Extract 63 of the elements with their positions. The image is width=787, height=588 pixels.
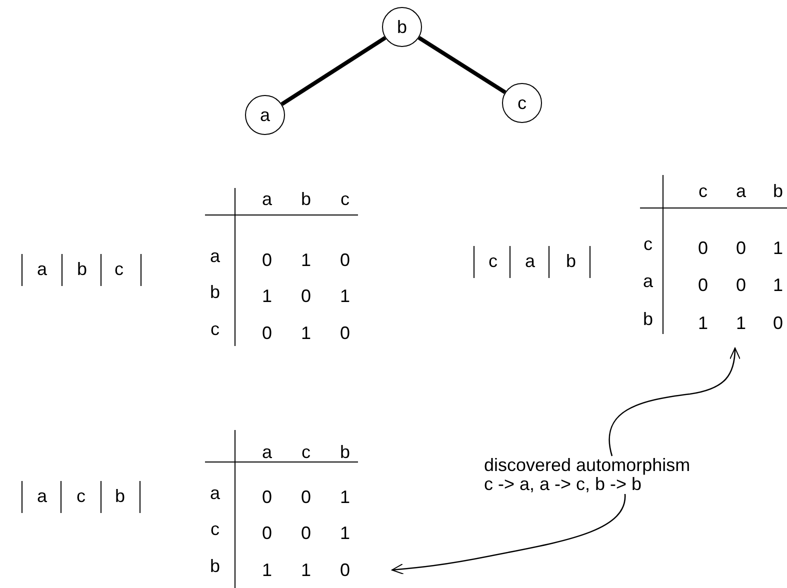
matrix-entry: 1 xyxy=(262,561,272,581)
permutation-entry: b xyxy=(115,487,125,507)
permutation-entry: c xyxy=(76,487,86,507)
matrix-entry: 1 xyxy=(736,314,746,334)
permutation-entry: a xyxy=(37,487,47,507)
row-header: b xyxy=(643,310,653,330)
matrix-entry: 0 xyxy=(262,251,272,271)
permutation-entry: a xyxy=(37,260,47,280)
row-header: c xyxy=(210,320,220,340)
column-header: b xyxy=(301,190,311,210)
column-header: b xyxy=(773,182,783,202)
matrix-entry: 1 xyxy=(698,314,708,334)
matrix-entry: 1 xyxy=(340,287,350,307)
row-header: b xyxy=(210,557,220,577)
column-header: a xyxy=(262,190,272,210)
row-header: a xyxy=(210,247,220,267)
matrix-entry: 0 xyxy=(773,314,783,334)
matrix-entry: 1 xyxy=(301,561,311,581)
matrix-entry: 0 xyxy=(301,524,311,544)
column-header: c xyxy=(340,190,350,210)
row-header: c xyxy=(210,520,220,540)
vertex-circle: b xyxy=(382,7,422,47)
column-header: c xyxy=(302,443,310,463)
matrix-entry: 0 xyxy=(340,251,350,271)
matrix-entry: 1 xyxy=(773,239,783,259)
annotation-text: c -> a, a -> c, b -> b xyxy=(484,475,642,494)
permutation-entry: a xyxy=(525,252,535,272)
matrix-entry: 0 xyxy=(340,561,350,581)
permutation-entry: b xyxy=(77,260,87,280)
row-header: c xyxy=(644,235,652,255)
permutation-entry: c xyxy=(114,260,124,280)
vertex-circle: c xyxy=(502,83,542,123)
annotation-text: discovered automorphism xyxy=(484,456,690,475)
edge-line xyxy=(418,36,506,94)
matrix-entry: 0 xyxy=(736,239,746,259)
matrix-entry: 0 xyxy=(340,324,350,344)
row-header: b xyxy=(210,283,220,303)
matrix-entry: 0 xyxy=(736,276,746,296)
vertex-circle: a xyxy=(245,95,285,135)
matrix-entry: 1 xyxy=(301,251,311,271)
curved-arrow xyxy=(392,494,626,574)
matrix-entry: 1 xyxy=(301,324,311,344)
column-header: a xyxy=(262,443,272,463)
matrix-entry: 0 xyxy=(301,287,311,307)
permutation-entry: c xyxy=(488,252,498,272)
permutation-entry: b xyxy=(566,252,576,272)
row-header: a xyxy=(210,484,220,504)
matrix-entry: 0 xyxy=(301,488,311,508)
matrix-entry: 0 xyxy=(698,239,708,259)
row-header: a xyxy=(643,272,653,292)
matrix-entry: 1 xyxy=(773,276,783,296)
matrix-entry: 0 xyxy=(262,524,272,544)
curved-arrow xyxy=(608,348,740,456)
matrix-entry: 1 xyxy=(340,488,350,508)
matrix-entry: 0 xyxy=(262,324,272,344)
matrix-entry: 0 xyxy=(262,488,272,508)
edge-line xyxy=(280,36,386,106)
column-header: a xyxy=(736,182,746,202)
matrix-entry: 0 xyxy=(698,276,708,296)
matrix-entry: 1 xyxy=(262,287,272,307)
column-header: b xyxy=(340,443,350,463)
matrix-entry: 1 xyxy=(340,524,350,544)
column-header: c xyxy=(698,182,708,202)
